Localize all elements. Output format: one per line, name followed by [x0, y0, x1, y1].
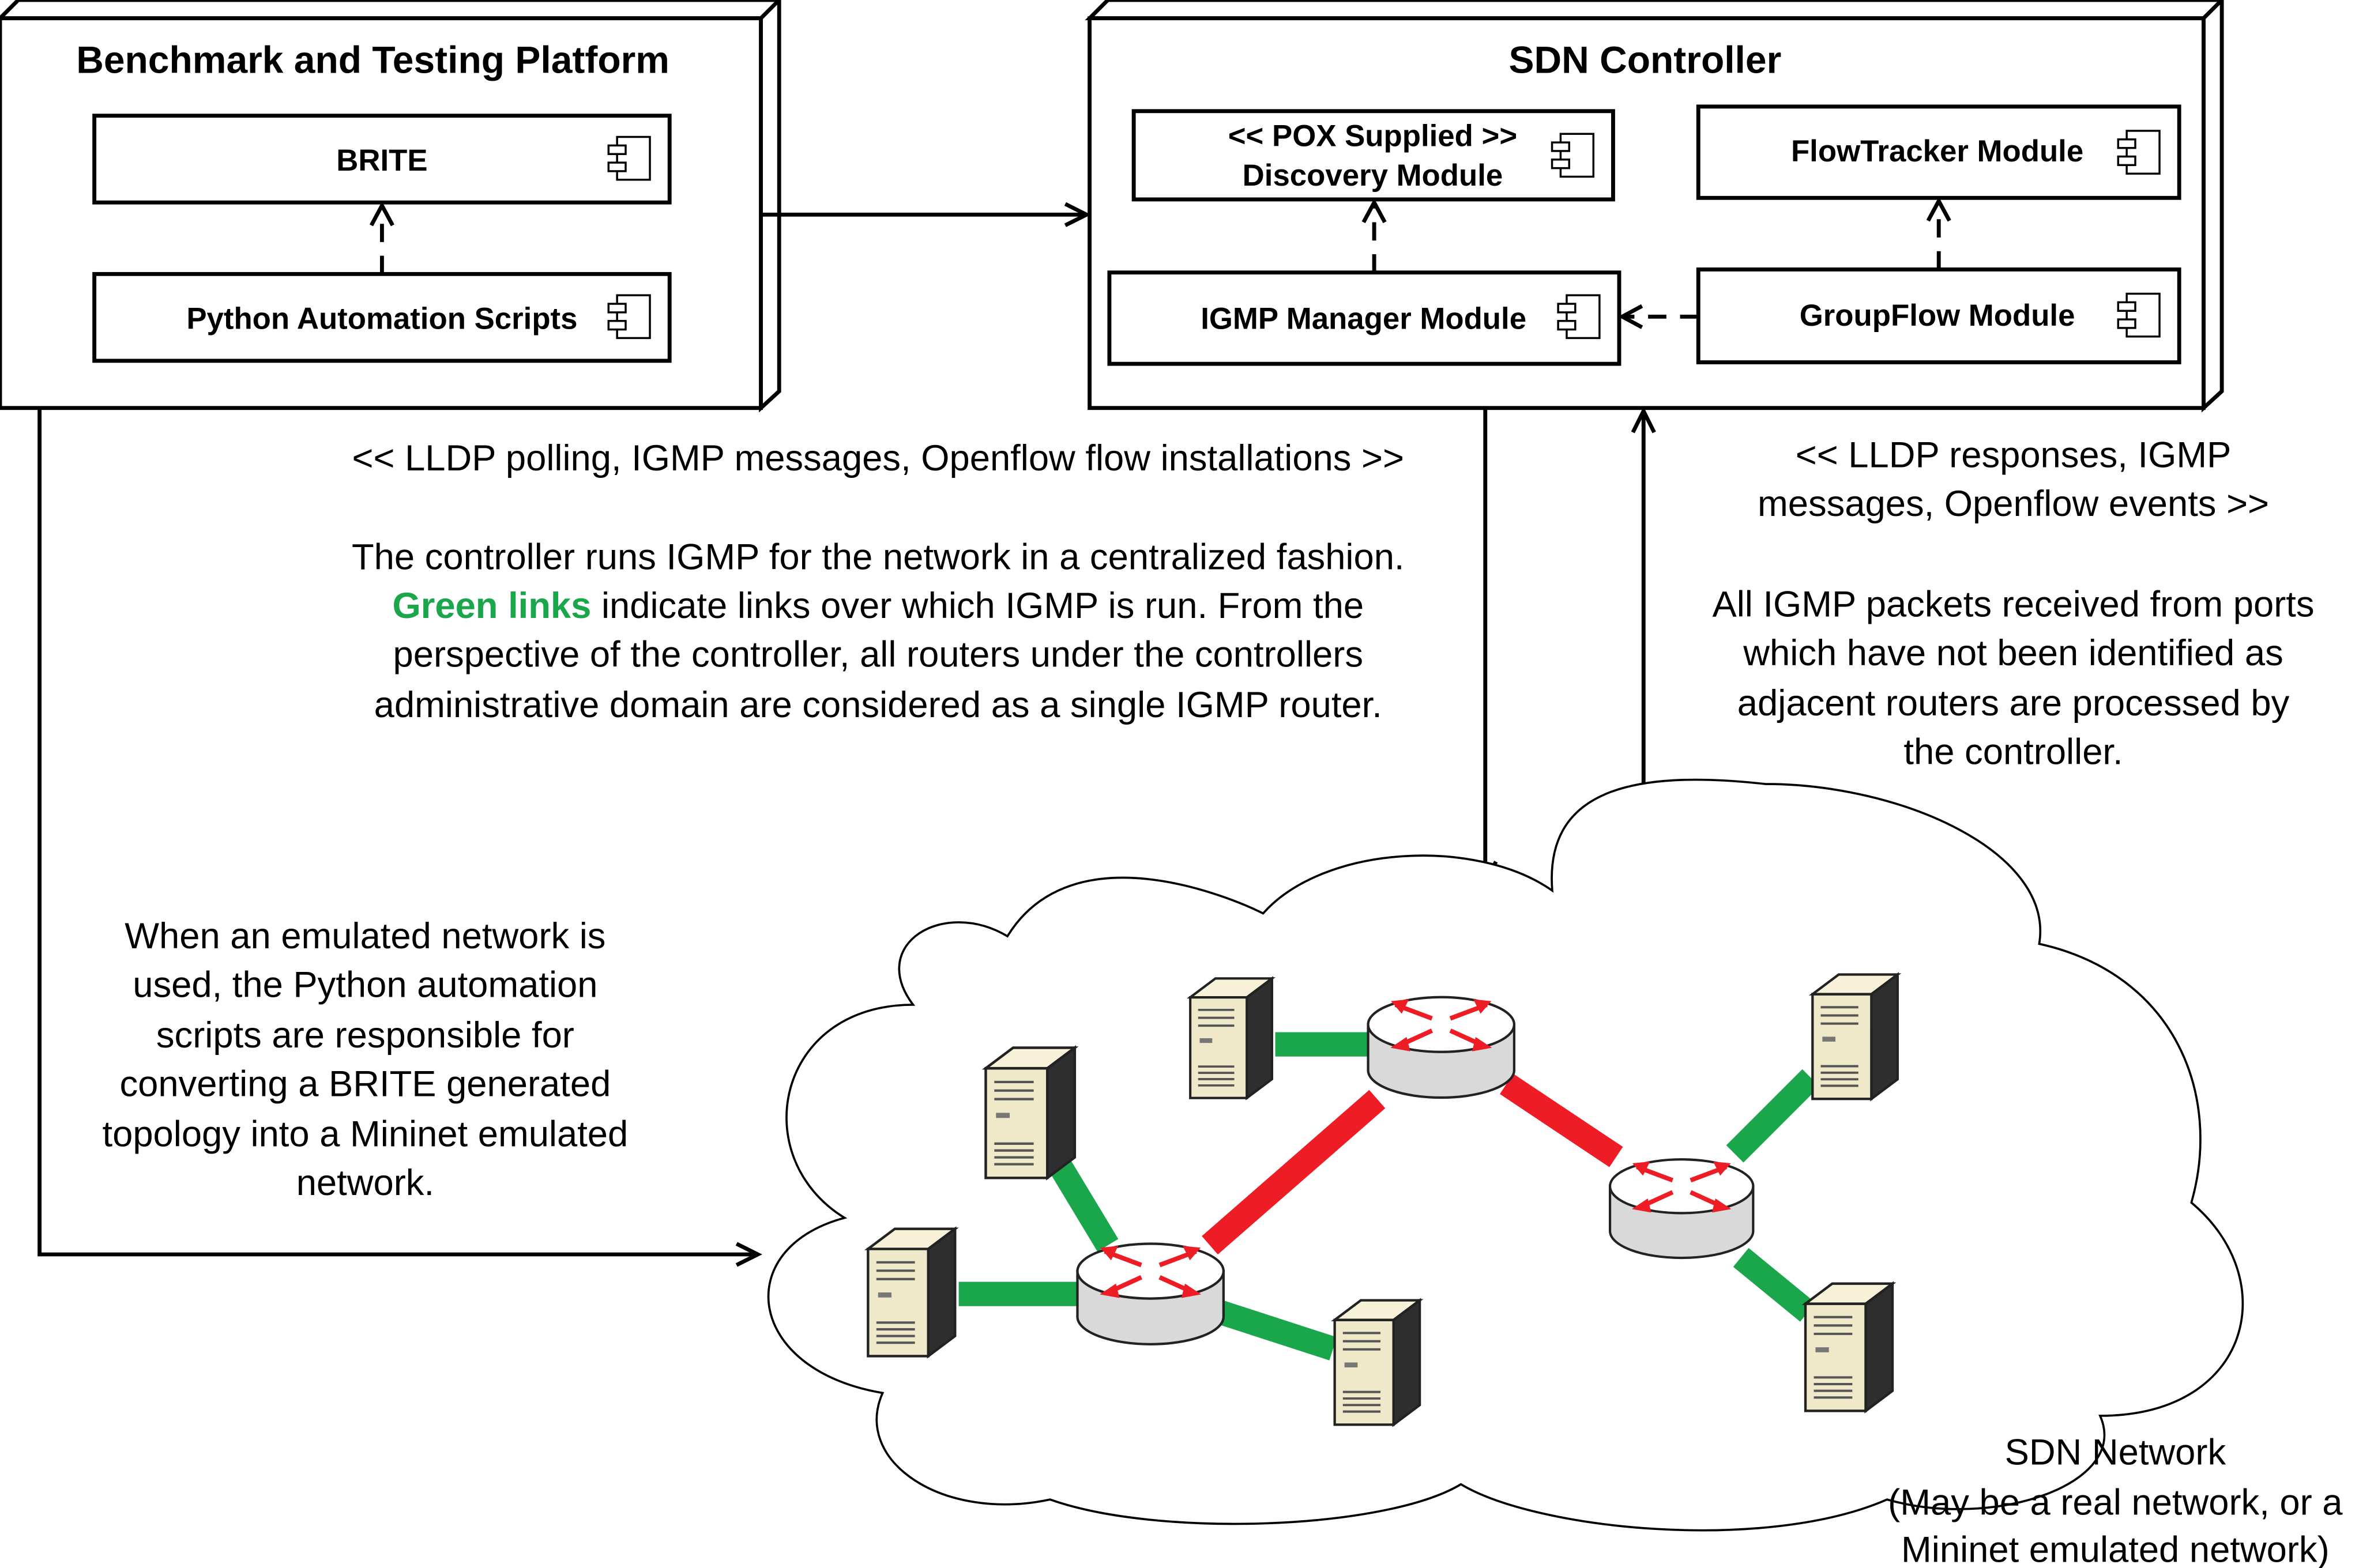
benchmark-platform-node: Benchmark and Testing Platform BRITE Pyt…: [0, 0, 781, 413]
network-label-line: SDN Network: [2005, 1432, 2226, 1472]
igmp-manager-label: IGMP Manager Module: [1201, 301, 1526, 336]
emulated-desc-line: converting a BRITE generated: [119, 1064, 611, 1104]
green-link: [1733, 1247, 1816, 1322]
controller-desc-line1: The controller runs IGMP for the network…: [352, 537, 1405, 578]
up-desc-line: which have not been identified as: [1743, 633, 2283, 673]
green-link: [1726, 1069, 1820, 1163]
flowtracker-label: FlowTracker Module: [1791, 134, 2083, 168]
sdn-controller-node: SDN Controller << POX Supplied >> Discov…: [1085, 0, 2224, 413]
server-icon: [1190, 978, 1272, 1098]
up-desc-line: the controller.: [1903, 732, 2123, 772]
emulated-desc-line: scripts are responsible for: [156, 1015, 574, 1056]
controller-to-network-arrow: [1473, 408, 1498, 888]
router-icon: [1077, 1244, 1223, 1344]
down-stereotype-label: << LLDP polling, IGMP messages, Openflow…: [352, 438, 1404, 478]
scripts-to-brite-dependency: [369, 201, 394, 274]
groupflow-to-igmp-dependency: [1618, 304, 1699, 329]
sdn-network-label: SDN Network (May be a real network, or a…: [1888, 1432, 2343, 1568]
network-label-line: Mininet emulated network): [1901, 1529, 2330, 1568]
controller-description: The controller runs IGMP for the network…: [352, 537, 1405, 725]
red-link: [1500, 1073, 1623, 1167]
groupflow-label: GroupFlow Module: [1800, 299, 2075, 333]
igmp-to-discovery-dependency: [1361, 198, 1387, 273]
groupflow-module: GroupFlow Module: [1696, 267, 2181, 364]
igmp-manager-module: IGMP Manager Module: [1107, 270, 1621, 366]
scripts-label: Python Automation Scripts: [186, 301, 577, 336]
emulated-desc-line: When an emulated network is: [125, 916, 605, 956]
controller-title: SDN Controller: [1508, 39, 1781, 81]
network-links: [958, 1032, 1820, 1360]
platform-to-controller-arrow: [761, 202, 1091, 227]
controller-desc-line2-rest: indicate links over which IGMP is run. F…: [591, 586, 1364, 626]
discovery-stereotype: << POX Supplied >>: [1228, 119, 1517, 153]
green-link: [1044, 1151, 1119, 1252]
emulated-description: When an emulated network is used, the Py…: [103, 916, 629, 1203]
controller-desc-line3: perspective of the controller, all route…: [393, 635, 1363, 675]
platform-title: Benchmark and Testing Platform: [76, 39, 669, 81]
controller-desc-line2: Green links indicate links over which IG…: [392, 586, 1364, 626]
controller-desc-line4: administrative domain are considered as …: [374, 685, 1382, 725]
brite-component: BRITE: [92, 114, 672, 205]
server-icon: [1812, 974, 1898, 1099]
discovery-module: << POX Supplied >> Discovery Module: [1131, 109, 1615, 202]
up-desc-line: adjacent routers are processed by: [1737, 683, 2290, 723]
platform-to-network-arrow: [37, 408, 762, 1267]
network-label-line: (May be a real network, or a: [1888, 1483, 2343, 1523]
emulated-desc-line: topology into a Mininet emulated: [103, 1114, 629, 1154]
up-stereotype-line2: messages, Openflow events >>: [1758, 484, 2269, 524]
up-stereotype-line1: << LLDP responses, IGMP: [1796, 435, 2232, 476]
server-icon: [868, 1229, 955, 1356]
router-icon: [1368, 997, 1514, 1098]
green-links-highlight: Green links: [392, 586, 591, 626]
server-icon: [1805, 1284, 1893, 1411]
emulated-desc-line: used, the Python automation: [133, 965, 597, 1005]
discovery-label: Discovery Module: [1243, 159, 1503, 193]
groupflow-to-flowtracker-dependency: [1926, 197, 1951, 270]
green-link: [1217, 1301, 1337, 1360]
up-description: All IGMP packets received from ports whi…: [1713, 584, 2315, 772]
emulated-desc-line: network.: [296, 1163, 434, 1203]
brite-label: BRITE: [336, 144, 427, 178]
flowtracker-module: FlowTracker Module: [1696, 104, 2181, 200]
network-to-controller-arrow: [1631, 406, 1656, 795]
server-icon: [985, 1048, 1074, 1178]
up-desc-line: All IGMP packets received from ports: [1713, 584, 2315, 624]
red-link: [1202, 1090, 1386, 1255]
python-scripts-component: Python Automation Scripts: [92, 272, 672, 363]
router-icon: [1610, 1159, 1753, 1258]
server-icon: [1335, 1301, 1420, 1425]
